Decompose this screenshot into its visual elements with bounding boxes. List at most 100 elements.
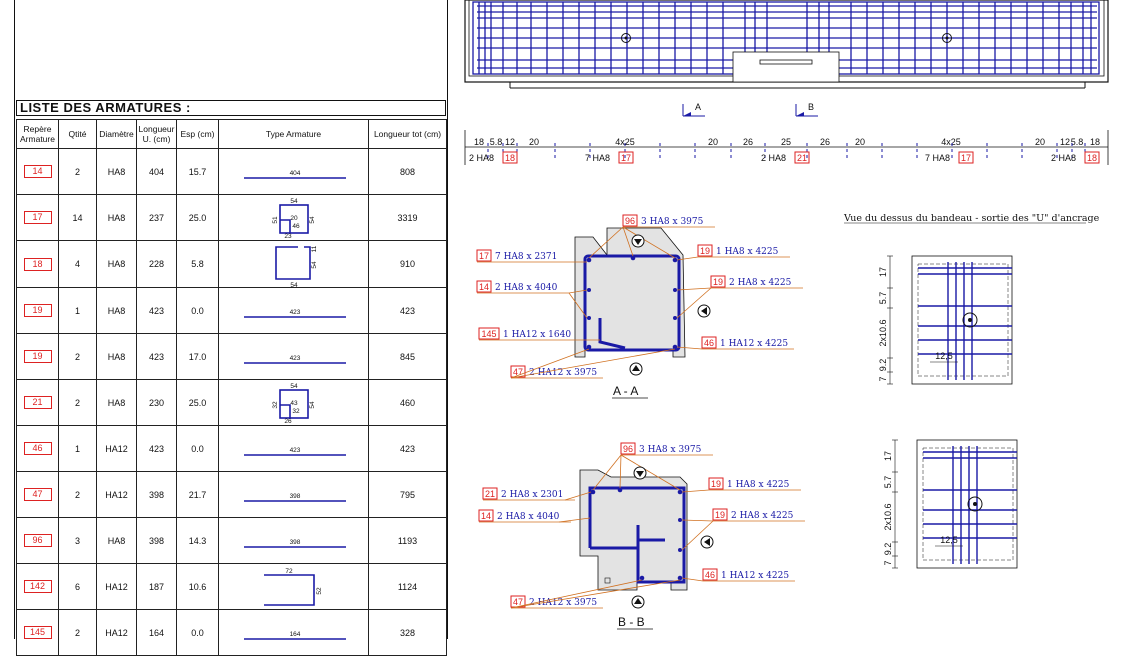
- spacing-dim: 20: [529, 137, 539, 147]
- spacing-dim: 18: [1090, 137, 1100, 147]
- callout-ref-box: [712, 508, 728, 521]
- cell-type-armature: 423: [218, 333, 369, 380]
- cell-repere: 19: [16, 287, 59, 334]
- callout-ref: 19: [700, 246, 710, 256]
- repere-label: 18: [23, 257, 52, 271]
- cell-type-armature: 164: [218, 609, 369, 656]
- cell-esp: 15.7: [176, 148, 219, 195]
- callout-text: 3 HA8 x 3975: [641, 217, 704, 227]
- repere-label: 19: [23, 350, 52, 363]
- header-type: Type Armature: [218, 119, 369, 149]
- callout-ref-box: [476, 249, 492, 262]
- cell-esp: 21.7: [176, 471, 219, 518]
- header-esp: Esp (cm): [176, 119, 219, 149]
- shape-dim: 54: [290, 198, 298, 205]
- spacing-dim: 20: [1035, 137, 1045, 147]
- repere-label: 46: [23, 442, 52, 455]
- shape-dim: 54: [290, 383, 298, 390]
- repere-label: 14: [23, 165, 52, 178]
- callout-ref: 47: [513, 597, 523, 607]
- cell-longueur-tot: 423: [368, 287, 447, 334]
- stirrup-ref-box: [958, 151, 974, 164]
- cell-esp: 25.0: [176, 379, 219, 426]
- cell-repere: 145: [16, 609, 59, 656]
- cell-diametre: HA12: [96, 471, 137, 518]
- spacing-dim: 12: [1060, 137, 1070, 147]
- top-view: Vue du dessus du bandeau - sortie des "U…: [843, 213, 1100, 569]
- callout-text: 3 HA8 x 3975: [639, 445, 702, 455]
- callout-text: 2 HA8 x 4040: [497, 512, 560, 522]
- cell-longueur-tot: 910: [368, 240, 447, 288]
- vertical-dim: 7: [878, 376, 888, 381]
- cell-type-armature: 423: [218, 425, 369, 472]
- cell-diametre: HA8: [96, 194, 137, 241]
- shape-dim: 46: [292, 223, 300, 230]
- callout-ref: 21: [485, 489, 495, 499]
- cell-repere: 19: [16, 333, 59, 380]
- callout-text: 1 HA8 x 4225: [716, 247, 779, 257]
- drawing-sheet: LISTE DES ARMATURES : Repère Armature Qt…: [14, 0, 1109, 656]
- cell-longueur-u: 423: [136, 425, 177, 472]
- shape-diagram: 404: [243, 170, 346, 179]
- cell-longueur-tot: 423: [368, 425, 447, 472]
- callout-ref-box: [701, 336, 717, 349]
- top-view-title: Vue du dessus du bandeau - sortie des "U…: [843, 213, 1100, 224]
- shape-dim: 398: [289, 539, 300, 546]
- cell-diametre: HA8: [96, 379, 137, 426]
- section-marker-a: A: [682, 102, 705, 117]
- callout-text: 2 HA8 x 4225: [731, 511, 794, 521]
- stirrup-label: 2 HA8: [469, 153, 494, 163]
- repere-label: 96: [23, 534, 52, 547]
- callout-ref: 145: [481, 329, 496, 339]
- shape-dim: 52: [316, 587, 323, 595]
- cell-repere: 46: [16, 425, 59, 472]
- header-diametre: Diamètre: [96, 119, 137, 149]
- shape-diagram: 164: [243, 631, 346, 640]
- vertical-dim: 9.2: [883, 543, 893, 556]
- header-longueur-u: Longueur U. (cm): [136, 119, 177, 149]
- repere-label: 47: [23, 488, 52, 501]
- cell-diametre: HA8: [96, 517, 137, 564]
- callout-ref: 19: [713, 277, 723, 287]
- shape-dim: 43: [290, 400, 298, 407]
- cell-repere: 96: [16, 517, 59, 564]
- callout-text: 1 HA8 x 4225: [727, 480, 790, 490]
- shape-dim: 398: [289, 493, 300, 500]
- callout-ref: 19: [715, 510, 725, 520]
- header-longueur-tot: Longueur tot (cm): [368, 119, 447, 149]
- cell-type-armature: 404: [218, 148, 369, 195]
- cell-esp: 0.0: [176, 287, 219, 334]
- stirrup-label: 7 HA8: [925, 153, 950, 163]
- shape-dim: 164: [289, 631, 300, 638]
- shape-diagram: 423: [243, 447, 346, 456]
- marker-b-label: B: [808, 102, 814, 112]
- stirrup-ref: 21: [797, 153, 807, 163]
- cell-qtite: 1: [58, 425, 97, 472]
- cell-diametre: HA8: [96, 287, 137, 334]
- opening: [732, 51, 840, 83]
- stirrup-ref-box: [794, 151, 810, 164]
- callout-text: 2 HA8 x 4225: [729, 278, 792, 288]
- cell-qtite: 2: [58, 148, 97, 195]
- spacing-dim: 20: [708, 137, 718, 147]
- stirrup-ref-box: [502, 151, 518, 164]
- shape-dim: 423: [289, 355, 300, 362]
- callout-ref: 14: [481, 511, 491, 521]
- callout-ref: 47: [513, 367, 523, 377]
- vertical-dim: 17: [878, 267, 888, 277]
- shape-dim: 20: [290, 215, 298, 222]
- shape-dim: 26: [284, 418, 292, 423]
- cell-longueur-tot: 460: [368, 379, 447, 426]
- spacing-dim: 26: [820, 137, 830, 147]
- cell-qtite: 2: [58, 471, 97, 518]
